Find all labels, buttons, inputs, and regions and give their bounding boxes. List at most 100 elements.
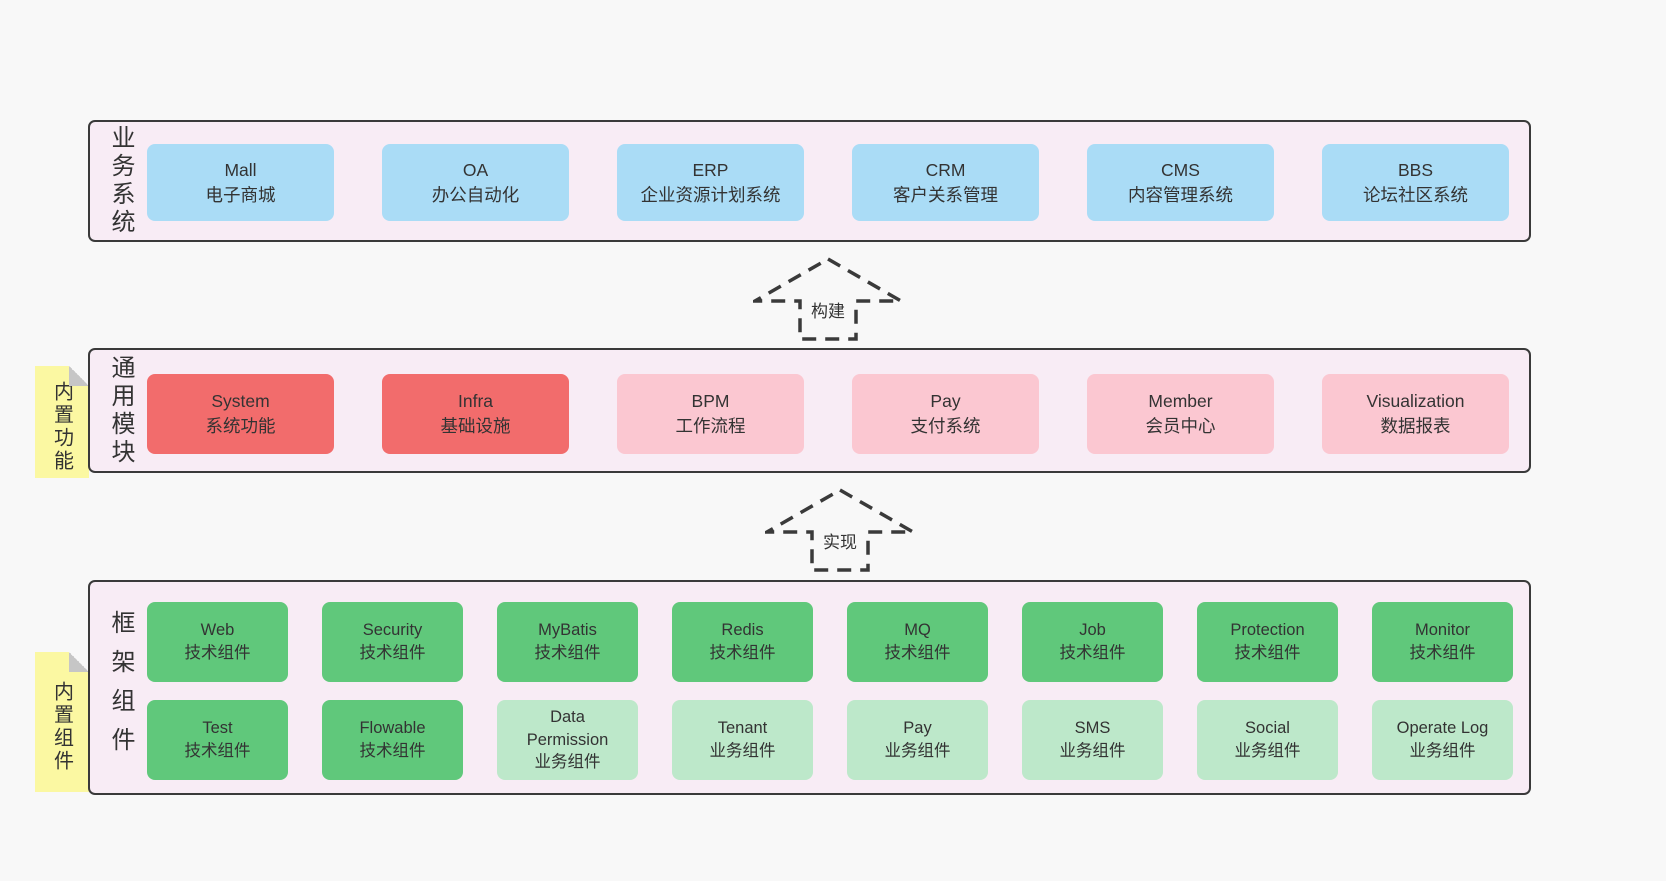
card-subtitle: 企业资源计划系统 (640, 184, 781, 205)
card-social: Social 业务组件 (1197, 700, 1338, 780)
layer-framework-components: 框架组件 Web 技术组件 Security 技术组件 MyBatis 技术组件… (88, 580, 1531, 795)
card-operate-log: Operate Log 业务组件 (1372, 700, 1513, 780)
card-subtitle: 业务组件 (1409, 742, 1476, 760)
up-arrow-icon (765, 488, 915, 572)
card-title: MyBatis (538, 621, 597, 640)
card-crm: CRM 客户关系管理 (852, 144, 1039, 221)
card-title: Pay (903, 719, 932, 738)
card-job: Job 技术组件 (1022, 602, 1163, 682)
sticky-label: 内置功能 (50, 381, 73, 473)
implement-arrow: 实现 (765, 488, 915, 572)
card-title: CMS (1161, 159, 1200, 180)
card-subtitle: 业务组件 (1059, 742, 1126, 760)
card-bbs: BBS 论坛社区系统 (1322, 144, 1509, 221)
card-title: Tenant (717, 719, 768, 738)
common-cards-row: System 系统功能 Infra 基础设施 BPM 工作流程 Pay 支付系统… (147, 374, 1509, 454)
layer-business-systems: 业务系统 Mall 电子商城 OA 办公自动化 ERP 企业资源计划系统 CRM… (88, 120, 1531, 242)
up-arrow-icon (753, 257, 903, 341)
card-mq: MQ 技术组件 (847, 602, 988, 682)
card-subtitle: 基础设施 (440, 416, 511, 436)
card-title: SMS (1074, 719, 1111, 738)
layer-label-business: 业务系统 (107, 125, 134, 237)
card-subtitle: 会员中心 (1145, 416, 1216, 436)
card-pay-module: Pay 支付系统 (852, 374, 1039, 454)
card-mall: Mall 电子商城 (147, 144, 334, 221)
framework-cards-row-2: Test 技术组件 Flowable 技术组件 Data Permission … (147, 700, 1513, 780)
card-sms: SMS 业务组件 (1022, 700, 1163, 780)
card-subtitle: 内容管理系统 (1128, 184, 1233, 205)
card-pay-component: Pay 业务组件 (847, 700, 988, 780)
card-title: OA (462, 159, 489, 180)
card-subtitle: 技术组件 (359, 742, 426, 760)
card-title: BPM (691, 391, 730, 412)
card-title: Pay (930, 391, 961, 412)
card-subtitle: 技术组件 (184, 742, 251, 760)
card-subtitle: 系统功能 (205, 416, 276, 436)
card-title: Visualization (1366, 391, 1465, 412)
card-subtitle: 技术组件 (1234, 644, 1301, 662)
layer-label-framework: 框架组件 (107, 609, 134, 766)
card-title: Infra (457, 391, 494, 412)
card-subtitle: 技术组件 (184, 644, 251, 662)
card-erp: ERP 企业资源计划系统 (617, 144, 804, 221)
card-title: ERP (692, 159, 729, 180)
card-subtitle: 技术组件 (884, 644, 951, 662)
business-cards-row: Mall 电子商城 OA 办公自动化 ERP 企业资源计划系统 CRM 客户关系… (147, 144, 1509, 221)
card-test: Test 技术组件 (147, 700, 288, 780)
arrow-label-implement: 实现 (823, 533, 857, 552)
card-protection: Protection 技术组件 (1197, 602, 1338, 682)
layer-common-modules: 通用模块 System 系统功能 Infra 基础设施 BPM 工作流程 Pay… (88, 348, 1531, 473)
build-arrow: 构建 (753, 257, 903, 341)
card-visualization: Visualization 数据报表 (1322, 374, 1509, 454)
layer-label-common: 通用模块 (107, 354, 134, 467)
sticky-note-builtin-components: 内置组件 (35, 652, 89, 792)
card-title: Mall (224, 159, 257, 180)
card-subtitle: 办公自动化 (431, 184, 520, 205)
card-web: Web 技术组件 (147, 602, 288, 682)
card-subtitle: 业务组件 (884, 742, 951, 760)
card-subtitle: 业务组件 (534, 753, 601, 772)
card-subtitle: 客户关系管理 (893, 184, 998, 205)
card-subtitle: 数据报表 (1380, 416, 1451, 436)
card-bpm: BPM 工作流程 (617, 374, 804, 454)
card-subtitle: 技术组件 (534, 644, 601, 662)
card-subtitle: 工作流程 (675, 416, 746, 436)
card-cms: CMS 内容管理系统 (1087, 144, 1274, 221)
card-mybatis: MyBatis 技术组件 (497, 602, 638, 682)
card-title: Web (200, 621, 235, 640)
card-title: Monitor (1414, 621, 1471, 640)
folded-corner-icon (69, 366, 89, 386)
card-monitor: Monitor 技术组件 (1372, 602, 1513, 682)
framework-cards-row-1: Web 技术组件 Security 技术组件 MyBatis 技术组件 Redi… (147, 602, 1513, 682)
card-subtitle: 技术组件 (1059, 644, 1126, 662)
card-title: Redis (721, 621, 764, 640)
sticky-label: 内置组件 (50, 681, 73, 773)
card-subtitle: 业务组件 (709, 742, 776, 760)
card-title: Member (1148, 391, 1213, 412)
card-title: MQ (904, 621, 931, 640)
card-title: CRM (925, 159, 966, 180)
card-subtitle: 技术组件 (709, 644, 776, 662)
folded-corner-icon (69, 652, 89, 672)
card-title: Test (202, 719, 233, 738)
card-system: System 系统功能 (147, 374, 334, 454)
card-title: Security (362, 621, 423, 640)
card-data-permission: Data Permission 业务组件 (497, 700, 638, 780)
card-security: Security 技术组件 (322, 602, 463, 682)
card-title: Flowable (359, 719, 426, 738)
card-member: Member 会员中心 (1087, 374, 1274, 454)
arrow-label-build: 构建 (811, 302, 845, 321)
card-flowable: Flowable 技术组件 (322, 700, 463, 780)
card-redis: Redis 技术组件 (672, 602, 813, 682)
sticky-note-builtin-features: 内置功能 (35, 366, 89, 478)
card-subtitle: 业务组件 (1234, 742, 1301, 760)
card-subtitle: 论坛社区系统 (1363, 184, 1468, 205)
card-subtitle: 支付系统 (910, 416, 981, 436)
card-title: Social (1245, 719, 1290, 738)
card-oa: OA 办公自动化 (382, 144, 569, 221)
card-subtitle: 技术组件 (1409, 644, 1476, 662)
card-subtitle: 技术组件 (359, 644, 426, 662)
card-title: Protection (1230, 621, 1305, 640)
card-title: Job (1079, 621, 1106, 640)
card-title: BBS (1397, 159, 1434, 180)
